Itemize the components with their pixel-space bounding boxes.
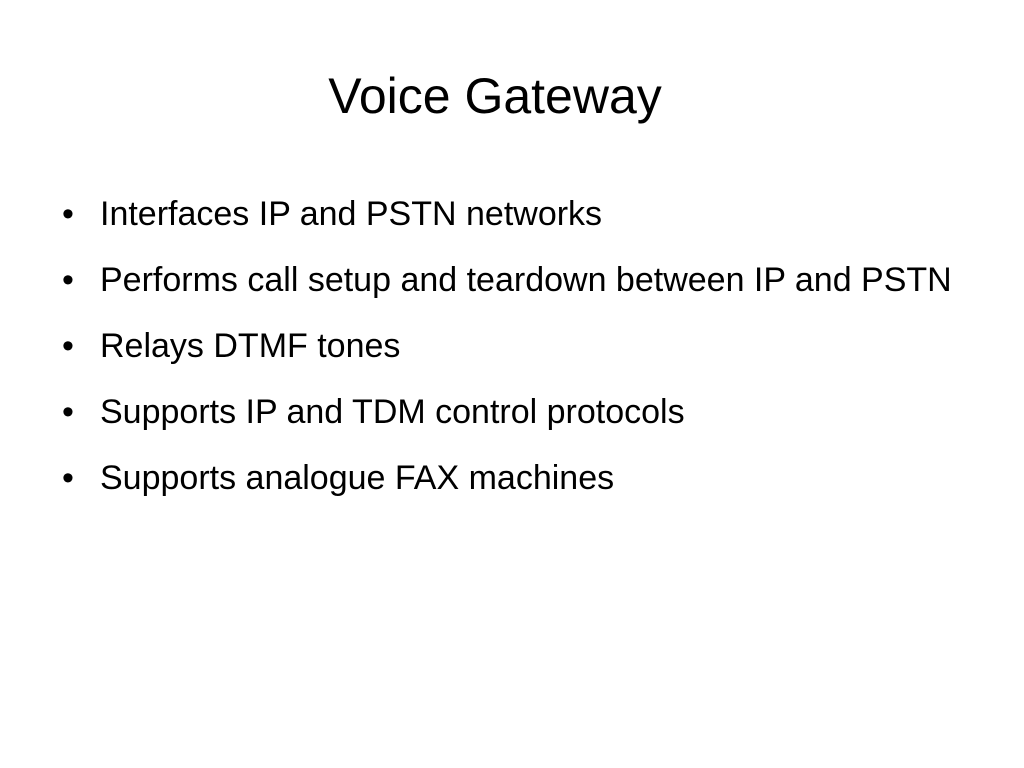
- bullet-item: • Relays DTMF tones: [62, 320, 962, 372]
- bullet-item: • Performs call setup and teardown betwe…: [62, 254, 962, 306]
- slide-title: Voice Gateway: [328, 68, 662, 124]
- bullet-dot-icon: •: [62, 327, 74, 365]
- bullet-dot-icon: •: [62, 261, 74, 299]
- bullet-item: • Supports IP and TDM control protocols: [62, 386, 962, 438]
- bullet-text: Supports IP and TDM control protocols: [100, 393, 685, 431]
- bullet-list: • Interfaces IP and PSTN networks • Perf…: [62, 188, 962, 518]
- bullet-item: • Supports analogue FAX machines: [62, 452, 962, 504]
- bullet-text: Performs call setup and teardown between…: [100, 261, 952, 299]
- bullet-item: • Interfaces IP and PSTN networks: [62, 188, 962, 240]
- bullet-text: Interfaces IP and PSTN networks: [100, 195, 603, 233]
- bullet-dot-icon: •: [62, 459, 74, 497]
- bullet-text: Supports analogue FAX machines: [100, 459, 615, 497]
- bullet-text: Relays DTMF tones: [100, 327, 401, 365]
- bullet-dot-icon: •: [62, 195, 74, 233]
- bullet-dot-icon: •: [62, 393, 74, 431]
